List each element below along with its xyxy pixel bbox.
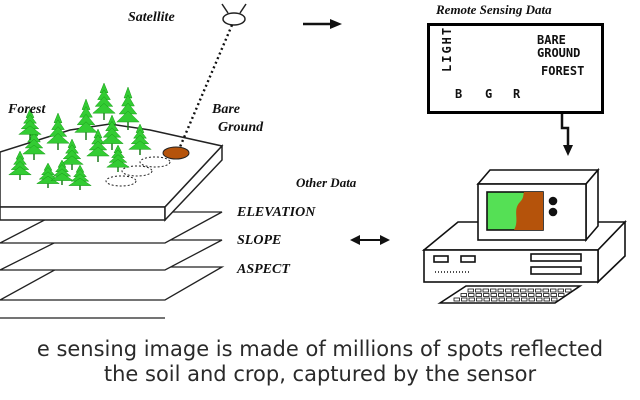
keyboard-key (512, 288, 519, 293)
caption-line-2: the soil and crop, captured by the senso… (103, 362, 537, 386)
bare-label: Bare (212, 102, 240, 117)
legend-bare-label: BARE (537, 33, 566, 47)
keyboard-key (527, 288, 534, 293)
keyboard-key (498, 293, 505, 297)
keyboard-key (491, 297, 498, 302)
keyboard-key (506, 297, 513, 302)
tree-foliage (86, 146, 110, 157)
tree-foliage (128, 140, 152, 150)
elevation-label: ELEVATION (237, 205, 316, 220)
keyboard-key (467, 288, 474, 293)
tree-foliage (8, 166, 32, 176)
keyboard-key (550, 288, 557, 293)
screen-bare-region (514, 192, 543, 230)
keyboard-key (505, 293, 512, 297)
keyboard-key (551, 297, 558, 302)
keyboard-key (497, 288, 504, 293)
terrain-block (0, 123, 224, 222)
keyboard-key (542, 288, 549, 293)
keyboard-key (513, 297, 520, 302)
band-g-label: G (485, 87, 493, 101)
keyboard-key (521, 297, 528, 302)
keyboard-key (543, 297, 550, 302)
tree-foliage (18, 125, 42, 135)
arrow-other-data (350, 235, 390, 245)
keyboard-key (520, 288, 527, 293)
arrow-data-to-computer (560, 112, 573, 156)
keyboard-key (468, 293, 475, 297)
keyboard-key (475, 293, 482, 297)
keyboard-key (550, 293, 557, 297)
tree-foliage (106, 159, 130, 168)
forest-label: Forest (8, 102, 46, 117)
tree-foliage (22, 144, 46, 155)
keyboard-key (498, 297, 505, 302)
keyboard-key (490, 288, 497, 293)
band-r-label: R (513, 87, 521, 101)
keyboard-key (490, 293, 497, 297)
keyboard-key (476, 297, 483, 302)
band-b-label: B (455, 87, 463, 101)
keyboard-key (535, 288, 542, 293)
satellite-label: Satellite (128, 10, 175, 25)
keyboard-key (475, 288, 482, 293)
keyboard-key (558, 293, 565, 297)
keyboard-key (543, 293, 550, 297)
keyboard-key (468, 297, 475, 302)
sensor-beam (178, 24, 234, 148)
keyboard-key (536, 297, 543, 302)
keyboard-key (557, 288, 564, 293)
caption-line-1: e sensing image is made of millions of s… (36, 337, 604, 361)
light-axis-label: LIGHT (440, 25, 454, 72)
legend-forest-label: FOREST (541, 64, 585, 78)
remote-sensing-data-title: Remote Sensing Data (436, 2, 552, 17)
arrow-to-remote-data (303, 19, 342, 29)
other-data-label: Other Data (296, 175, 357, 190)
keyboard-key (520, 293, 527, 297)
bare-ground-patch (162, 146, 190, 160)
aspect-layer (0, 266, 225, 301)
keyboard-key (460, 293, 467, 297)
keyboard-key (453, 297, 460, 302)
satellite-icon (221, 3, 247, 26)
keyboard-key (513, 293, 520, 297)
keyboard-key (482, 288, 489, 293)
legend-ground-label: GROUND (537, 46, 581, 60)
keyboard-key (461, 297, 468, 302)
keyboard-key (483, 293, 490, 297)
keyboard-key (528, 297, 535, 302)
computer-icon (421, 167, 627, 304)
keyboard-key (483, 297, 490, 302)
keyboard-key (528, 293, 535, 297)
tree-foliage (92, 103, 116, 114)
tree-foliage (60, 155, 84, 165)
tree-foliage (67, 177, 93, 186)
aspect-label: ASPECT (237, 262, 290, 277)
keyboard-key (535, 293, 542, 297)
slope-layer (0, 239, 223, 271)
forest-trees (8, 82, 152, 190)
tree-foliage (116, 110, 140, 123)
keyboard-key (505, 288, 512, 293)
remote-sensing-data-box (427, 23, 604, 114)
ground-label: Ground (218, 120, 264, 135)
tree-foliage (100, 133, 124, 144)
tree-foliage (74, 121, 98, 133)
slope-label: SLOPE (237, 233, 282, 248)
data-layers (0, 211, 225, 319)
tree-foliage (49, 172, 75, 181)
keyboard-key (565, 288, 572, 293)
tree-foliage (46, 133, 70, 144)
